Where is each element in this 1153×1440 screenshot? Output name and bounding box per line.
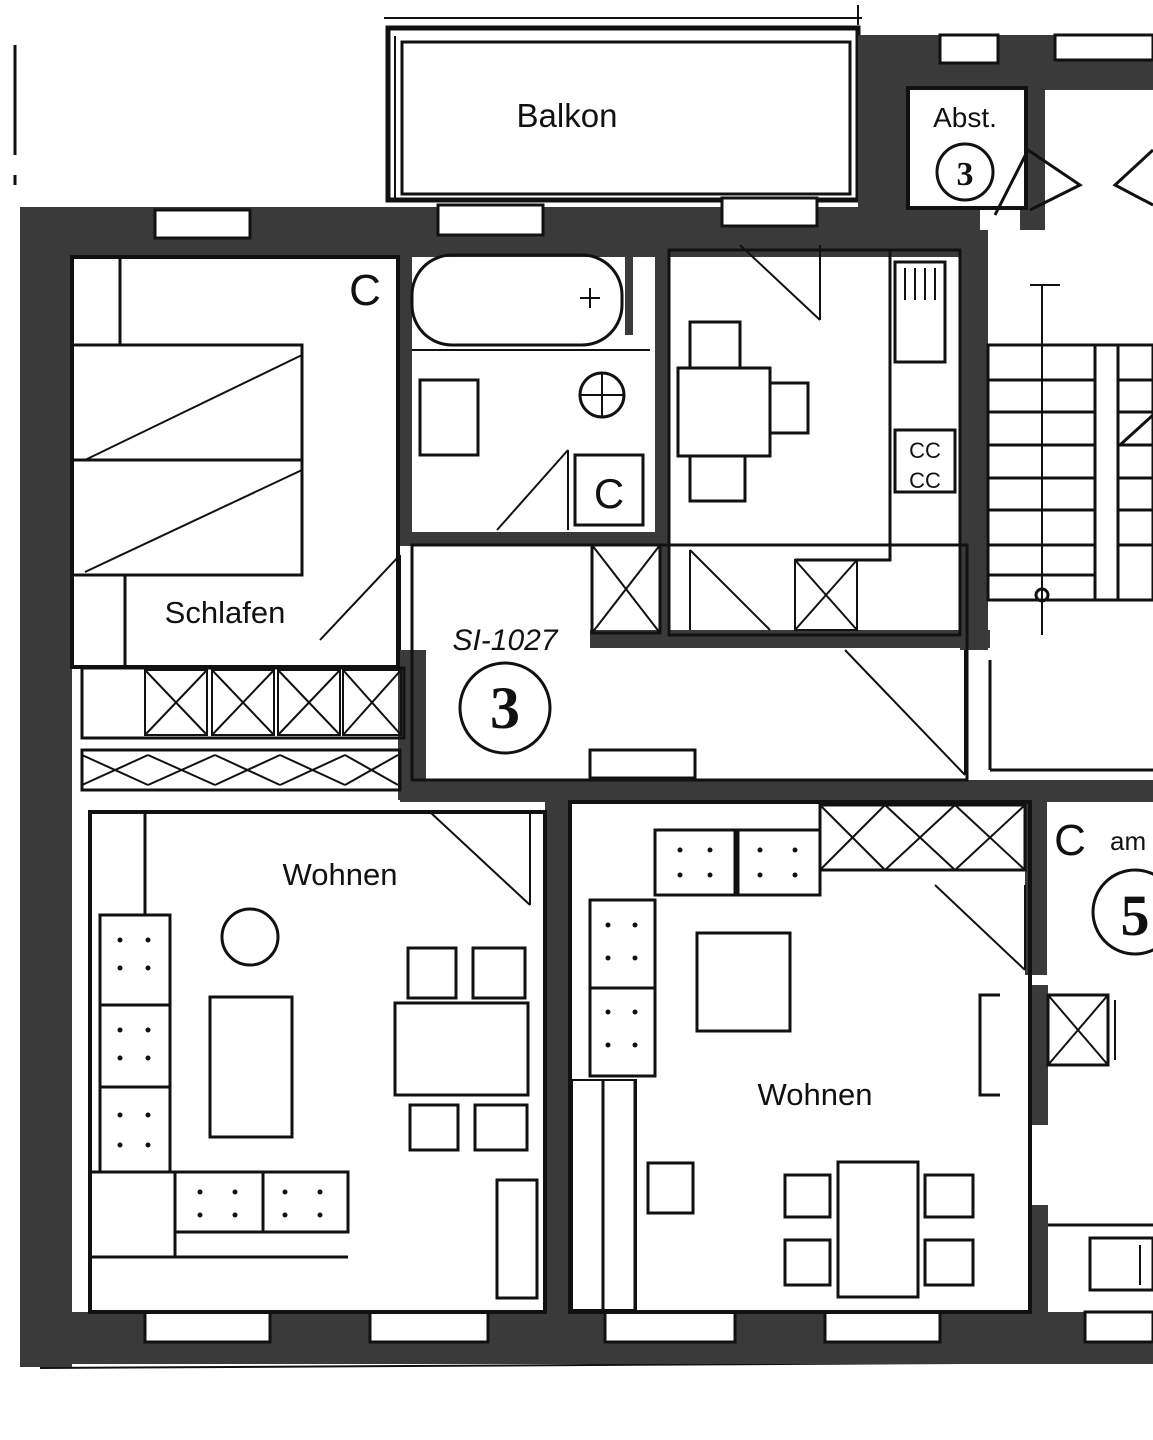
handwritten-note: SI-1027 [452,624,558,657]
bathroom: C [410,253,650,531]
room-label-balkon: Balkon [517,97,618,134]
ceiling-outlet-icon-right: C [1054,816,1086,865]
storage-room: Abst. 3 [906,86,1153,216]
unit-marker-main: 3 [490,675,520,741]
bedroom-cabinets [80,666,406,792]
right-edge-fragment: am [1110,826,1146,856]
utility-cabinet [590,543,662,635]
kitchen: CC CC [667,244,962,637]
ceiling-outlet-icon: C [349,266,381,315]
windows [143,33,1153,1344]
balcony: Balkon [384,17,862,203]
washing-machine-icon: C [594,470,624,517]
unit-marker-right: 5 [1121,883,1150,948]
room-label-schlafen: Schlafen [165,595,286,630]
unit-marker-storage: 3 [957,156,974,193]
stove-burners-icon: CC [909,438,941,463]
hallway: SI-1027 3 [410,543,969,782]
living-room-right: Wohnen [568,800,1032,1314]
room-label-wohnen-right: Wohnen [758,1077,873,1112]
bedroom: Schlafen C [70,255,401,669]
staircase [986,284,1153,772]
room-label-wohnen-left: Wohnen [283,857,398,892]
neighbour-unit: C am 5 [1046,816,1153,1292]
living-room-left: Wohnen [88,810,547,1314]
room-label-abstell: Abst. [933,102,997,133]
svg-text:CC: CC [909,468,941,493]
